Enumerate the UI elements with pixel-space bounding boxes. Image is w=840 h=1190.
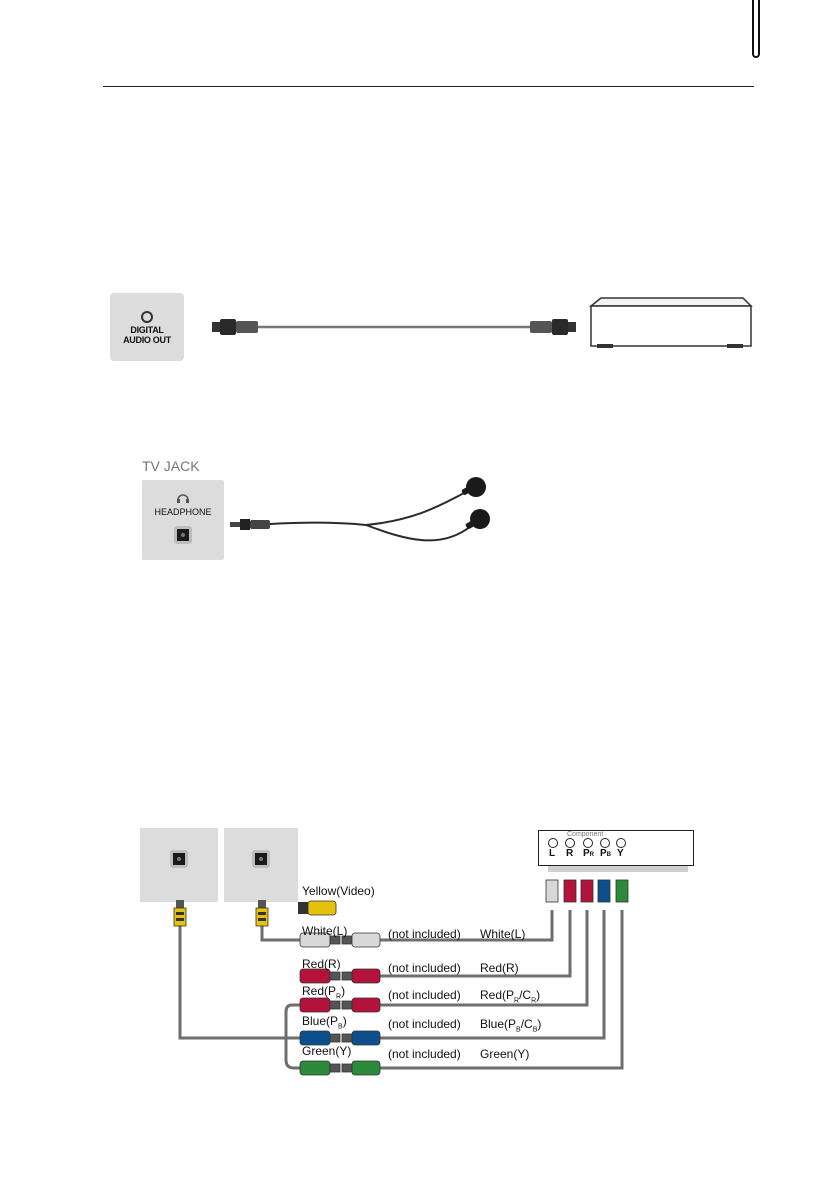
component-port-l	[548, 838, 558, 848]
header-rule	[103, 86, 754, 87]
label-yellow-video: Yellow(Video)	[302, 884, 375, 898]
right-label-white: White(L)	[480, 927, 525, 941]
plug-left-green	[300, 1061, 330, 1075]
pb-sub: B	[607, 852, 611, 858]
rl-pb-mid: /C	[521, 1017, 533, 1031]
label-red-r: Red(R)	[302, 957, 341, 971]
optical-port-label-line2: AUDIO OUT	[110, 335, 184, 345]
plug-left-red	[300, 969, 330, 983]
rl-pr-prefix: Red(P	[480, 988, 514, 1002]
rl-pr-mid: /C	[519, 988, 531, 1002]
blue-pb-text: Blue(P	[302, 1014, 338, 1028]
not-included-red: (not included)	[388, 961, 461, 975]
rl-pb-sub2: B	[533, 1026, 538, 1033]
plug-left-tip-green	[330, 1064, 340, 1072]
component-port-r	[565, 838, 575, 848]
plug-right-tip-red-pr	[342, 1001, 352, 1009]
optical-port-icon	[141, 311, 153, 323]
plug-right-red-pr	[352, 998, 380, 1012]
component-port-label-pb: PB	[600, 848, 611, 859]
red-pr-sub: R	[336, 993, 341, 1000]
plug-right-blue-pb	[352, 1031, 380, 1045]
component-device-title: Component	[567, 831, 603, 838]
component-port-pr	[583, 838, 593, 848]
digital-audio-out-panel: DIGITAL AUDIO OUT	[110, 293, 184, 361]
optical-cable	[200, 300, 580, 360]
component-port-pb	[600, 838, 610, 848]
right-label-green: Green(Y)	[480, 1047, 529, 1061]
component-port-label-r: R	[566, 848, 573, 859]
headphone-port-label: HEADPHONE	[142, 507, 224, 517]
not-included-red-pr: (not included)	[388, 988, 461, 1002]
audio-receiver-device	[585, 296, 755, 352]
label-blue-pb: Blue(PB)	[302, 1014, 347, 1030]
plug-left-tip-blue-pb	[330, 1034, 340, 1042]
plug-left-tip-red-pr	[330, 1001, 340, 1009]
optical-port-label-line1: DIGITAL	[110, 325, 184, 335]
right-label-blue-pb: Blue(PB/CB)	[480, 1017, 541, 1033]
not-included-blue-pb: (not included)	[388, 1017, 461, 1031]
plug-right-tip-blue-pb	[342, 1034, 352, 1042]
headphone-jack	[174, 526, 192, 544]
label-white-l: White(L)	[302, 924, 347, 938]
headphone-panel: HEADPHONE	[142, 480, 224, 560]
plug-left-blue-pb	[300, 1031, 330, 1045]
component-port-label-l: L	[549, 848, 555, 859]
label-green-y: Green(Y)	[302, 1044, 351, 1058]
plug-right-tip-red	[342, 972, 352, 980]
pr-letter: P	[583, 848, 590, 859]
tv-jack-title: TV JACK	[142, 458, 200, 474]
right-label-red-pr: Red(PR/CR)	[480, 988, 540, 1004]
component-port-y	[616, 838, 626, 848]
rl-pb-prefix: Blue(P	[480, 1017, 516, 1031]
label-red-pr: Red(PR)	[302, 984, 345, 1000]
plug-right-tip-green	[342, 1064, 352, 1072]
not-included-white: (not included)	[388, 927, 461, 941]
rl-pr-sub2: R	[531, 997, 536, 1004]
not-included-green: (not included)	[388, 1047, 461, 1061]
page-tab-marker	[752, 0, 760, 58]
component-port-label-pr: PR	[583, 848, 594, 859]
plug-left-tip-red	[330, 972, 340, 980]
right-label-red: Red(R)	[480, 961, 519, 975]
pr-sub: R	[590, 852, 594, 858]
plug-right-green	[352, 1061, 380, 1075]
red-pr-text: Red(P	[302, 984, 336, 998]
pb-letter: P	[600, 848, 607, 859]
earphones-cable	[226, 470, 506, 560]
headphone-icon	[176, 490, 190, 504]
plug-right-white	[352, 933, 380, 947]
blue-pb-sub: B	[338, 1023, 343, 1030]
plug-right-red	[352, 969, 380, 983]
component-port-label-y: Y	[617, 848, 624, 859]
